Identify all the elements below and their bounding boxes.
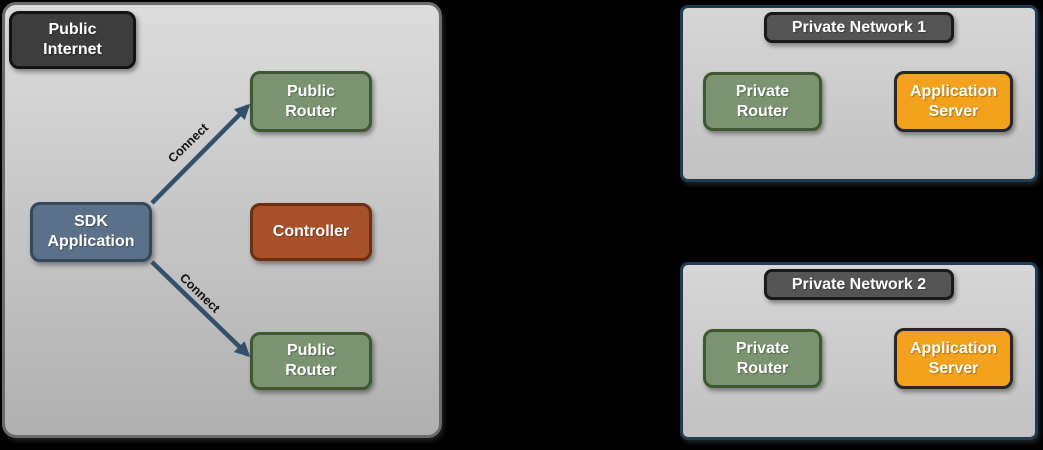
node-label: Application Server (909, 339, 998, 377)
node-label: Private Router (735, 82, 790, 120)
node-label: Public Router (285, 342, 337, 379)
connect-arrow-bottom (150, 260, 251, 358)
connect-arrow-top (150, 103, 251, 205)
public-internet-badge: Public Internet (9, 11, 136, 69)
private-network-1-title-badge: Private Network 1 (764, 12, 954, 43)
public-internet-label: Public Internet (43, 21, 102, 58)
node-label: SDK Application (47, 213, 135, 250)
node-public-router-bottom: Public Router (250, 332, 372, 390)
public-internet-panel: Connect Connect Public Internet Public R… (2, 2, 442, 438)
node-public-router-top: Public Router (250, 71, 372, 132)
node-application-server-2: Application Server (894, 328, 1013, 389)
private-network-2-panel: Private Network 2 Private Router Applica… (680, 262, 1038, 440)
node-label: Controller (272, 223, 350, 240)
node-application-server-1: Application Server (894, 71, 1013, 132)
node-controller: Controller (250, 203, 372, 261)
node-private-router-1: Private Router (703, 72, 822, 131)
node-label: Private Router (735, 339, 790, 377)
node-label: Public Router (285, 82, 337, 120)
connect-label-top: Connect (165, 120, 211, 165)
node-label: Application Server (909, 82, 998, 120)
connection-arrows: Connect Connect (150, 103, 251, 358)
private-network-2-title-badge: Private Network 2 (764, 269, 954, 300)
private-network-1-panel: Private Network 1 Private Router Applica… (680, 5, 1038, 182)
node-private-router-2: Private Router (703, 329, 822, 388)
node-sdk-application: SDK Application (30, 202, 152, 262)
